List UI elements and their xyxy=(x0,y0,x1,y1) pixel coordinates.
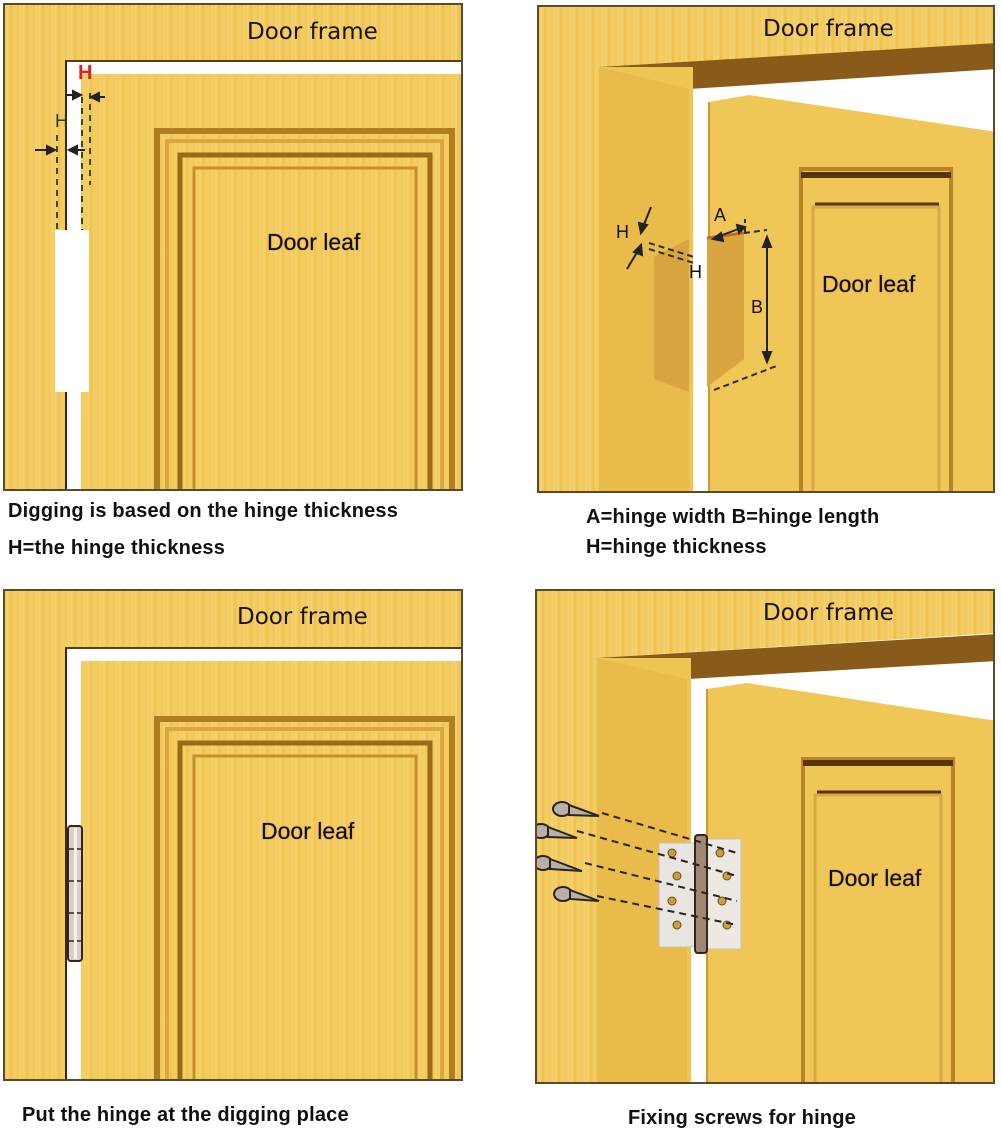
panel-3-caption: Put the hinge at the digging place xyxy=(22,1104,349,1126)
door-leaf-label: Door leaf xyxy=(828,865,922,891)
width-marker-a: A xyxy=(714,205,727,225)
panel-2-dimensions-diagram: Door frame Door leaf H H A B xyxy=(537,5,995,493)
thickness-marker-red: H xyxy=(78,62,93,84)
panel-1-caption-line-1: Digging is based on the hinge thickness xyxy=(8,500,399,522)
hinge-icon xyxy=(67,825,83,962)
length-marker-b: B xyxy=(751,297,764,317)
door-frame-label: Door frame xyxy=(763,600,894,626)
thickness-marker-left: H xyxy=(616,222,629,242)
door-leaf-label: Door leaf xyxy=(267,229,361,255)
panel-1-digging-diagram: Door frame Door leaf H H xyxy=(3,3,463,491)
hinge-icon xyxy=(658,834,742,954)
screw-icon xyxy=(537,801,738,926)
door-frame-label: Door frame xyxy=(247,19,378,45)
door-leaf-label: Door leaf xyxy=(822,271,916,297)
panel-1-caption-line-2: H=the hinge thickness xyxy=(8,537,226,559)
dimension-arrows-icon xyxy=(35,89,105,156)
panel-2-illustration xyxy=(599,43,993,491)
panel-4-fix-screws-diagram: Door frame Door leaf xyxy=(535,589,995,1084)
dimension-arrows-icon xyxy=(626,206,773,365)
thickness-marker-center: H xyxy=(689,262,702,282)
panel-2-caption-line-1: A=hinge width B=hinge length xyxy=(586,506,880,528)
door-frame-label: Door frame xyxy=(763,16,894,42)
panel-3-place-hinge-diagram: Door frame Door leaf xyxy=(3,589,463,1081)
panel-1-illustration xyxy=(35,60,461,489)
panel-4-caption: Fixing screws for hinge xyxy=(628,1107,856,1129)
panel-4-illustration xyxy=(537,633,993,1082)
panel-3-illustration xyxy=(65,647,461,1079)
door-frame-label: Door frame xyxy=(237,604,368,630)
door-leaf-label: Door leaf xyxy=(261,818,355,844)
thickness-marker-black: H xyxy=(55,111,68,131)
panel-2-caption-line-2: H=hinge thickness xyxy=(586,536,767,558)
